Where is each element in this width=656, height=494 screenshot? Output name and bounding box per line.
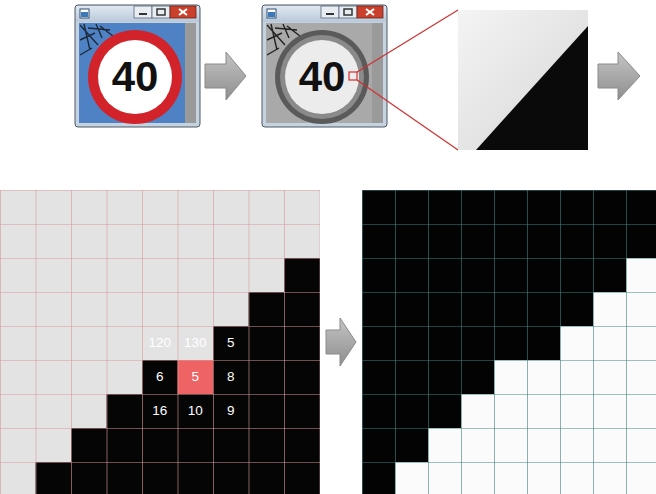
process-arrow [205,52,246,100]
process-arrow [598,52,640,100]
zoom-patch [458,10,588,150]
zoom-leader [357,10,458,72]
sign-number: 40 [277,55,367,99]
pixel-value: 130 [178,326,214,360]
pixel-value: 9 [213,394,249,428]
pixel-value: 6 [142,360,178,394]
pixel-value: 120 [142,326,178,360]
pixel-value: 5 [178,360,214,394]
color-window [75,5,200,127]
pixel-grid [0,190,320,494]
binary-grid [362,190,656,494]
sign-number: 40 [90,55,180,99]
pixel-value: 5 [213,326,249,360]
process-arrow [326,318,356,366]
grayscale-window [262,5,387,127]
pixel-value: 16 [142,394,178,428]
zoom-leader [357,80,458,150]
pixel-value: 8 [213,360,249,394]
pixel-value: 10 [178,394,214,428]
